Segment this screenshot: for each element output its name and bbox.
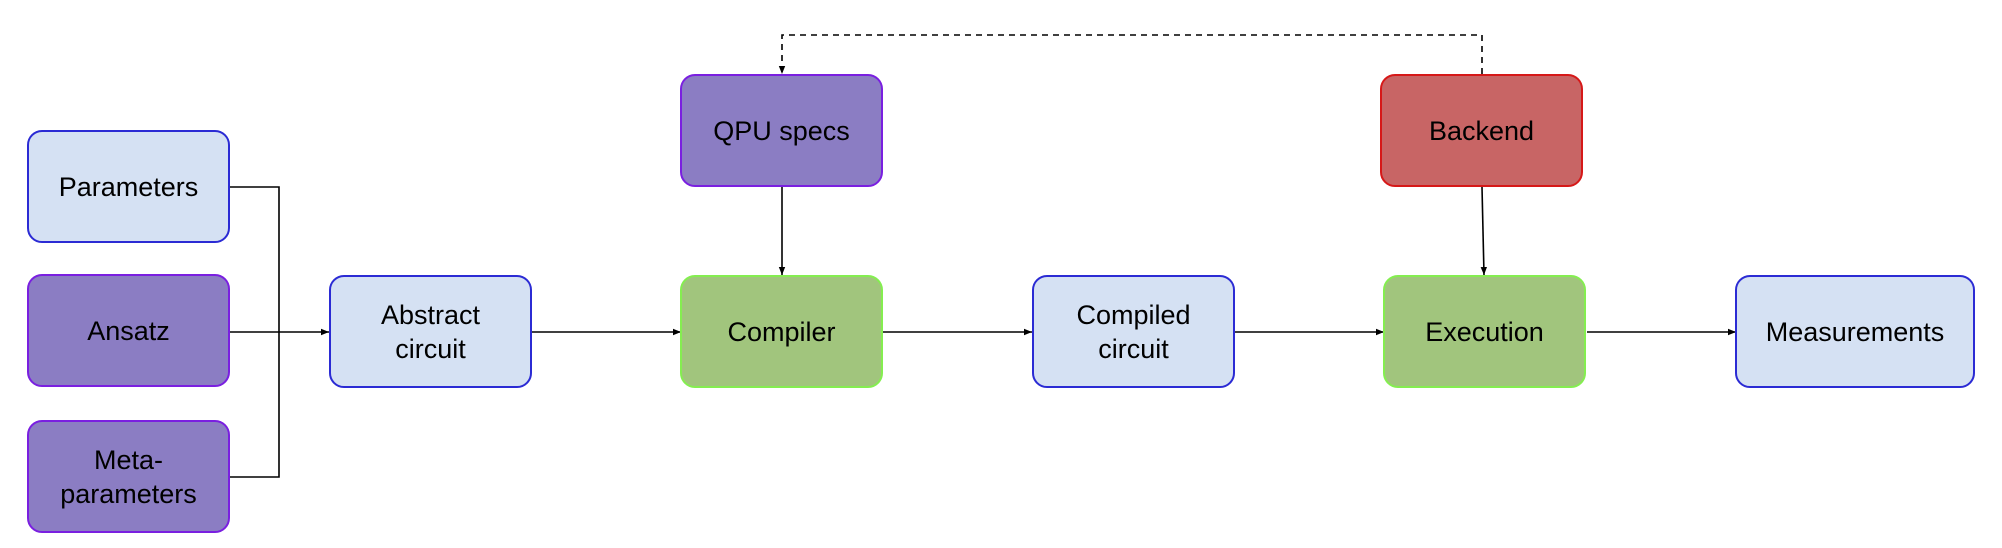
compiled-circuit-label: Compiled circuit [1076, 299, 1191, 364]
measurements-label: Measurements [1765, 316, 1945, 347]
edge-backend-to-qpu-specs-dashed [778, 34, 1483, 74]
edge-backend-to-execution [1480, 186, 1488, 276]
edge-meta-parameters-to-abstract-circuit [229, 332, 280, 478]
ansatz-node: Ansatz [27, 274, 230, 387]
backend-node: Backend [1380, 74, 1583, 187]
meta-parameters-node: Meta- parameters [27, 420, 230, 533]
compiler-node: Compiler [680, 275, 883, 388]
backend-label: Backend [1428, 115, 1535, 146]
compiler-label: Compiler [727, 316, 836, 347]
qpu-specs-node: QPU specs [680, 74, 883, 187]
parameters-node: Parameters [27, 130, 230, 243]
edge-parameters-to-abstract-circuit [229, 186, 280, 332]
execution-node: Execution [1383, 275, 1586, 388]
execution-label: Execution [1425, 316, 1544, 347]
qpu-specs-label: QPU specs [713, 115, 850, 146]
abstract-circuit-node: Abstract circuit [329, 275, 532, 388]
compiled-circuit-node: Compiled circuit [1032, 275, 1235, 388]
abstract-circuit-label: Abstract circuit [380, 299, 481, 364]
ansatz-label: Ansatz [87, 315, 170, 346]
meta-parameters-label: Meta- parameters [60, 444, 197, 509]
parameters-label: Parameters [58, 171, 199, 202]
measurements-node: Measurements [1735, 275, 1975, 388]
